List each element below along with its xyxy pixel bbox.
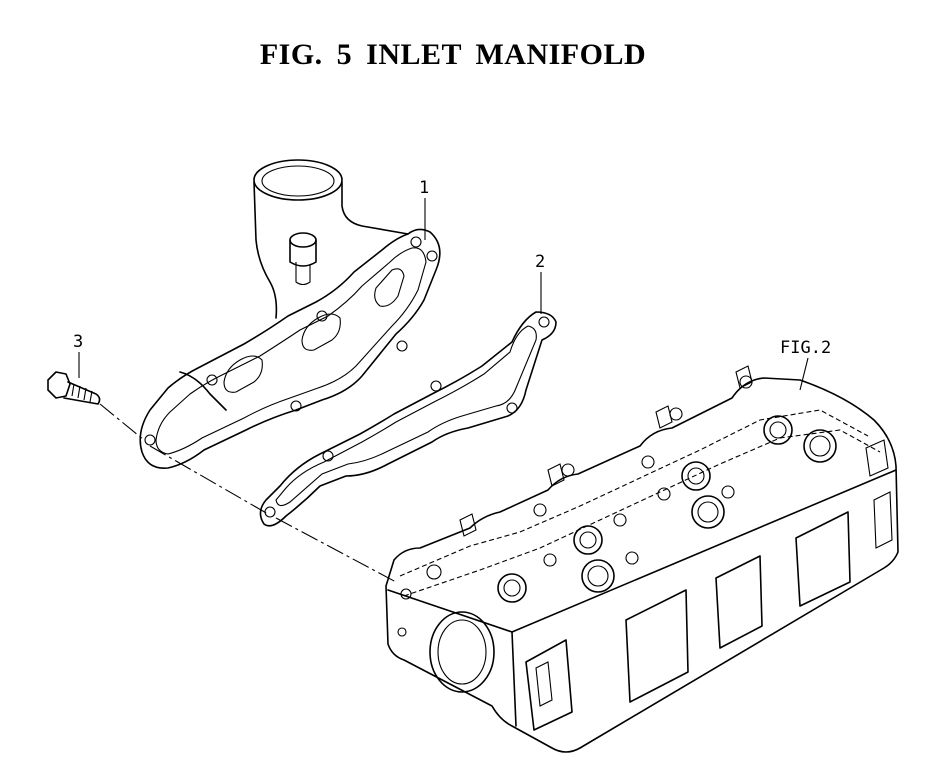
callout-2-label: 2 (535, 252, 545, 272)
flange-bolt (47, 371, 101, 405)
cylinder-head (385, 365, 899, 753)
callout-1-label: 1 (419, 178, 429, 198)
callout-3-label: 3 (73, 332, 83, 352)
inlet-manifold (139, 159, 441, 469)
leader-lines (78, 198, 809, 391)
reference-fig2-label: FIG.2 (780, 338, 831, 358)
figure-title: FIG. 5 INLET MANIFOLD (259, 38, 647, 71)
valve-seats (426, 375, 837, 603)
manifold-gasket (259, 311, 557, 527)
assembly-lines (99, 403, 397, 583)
